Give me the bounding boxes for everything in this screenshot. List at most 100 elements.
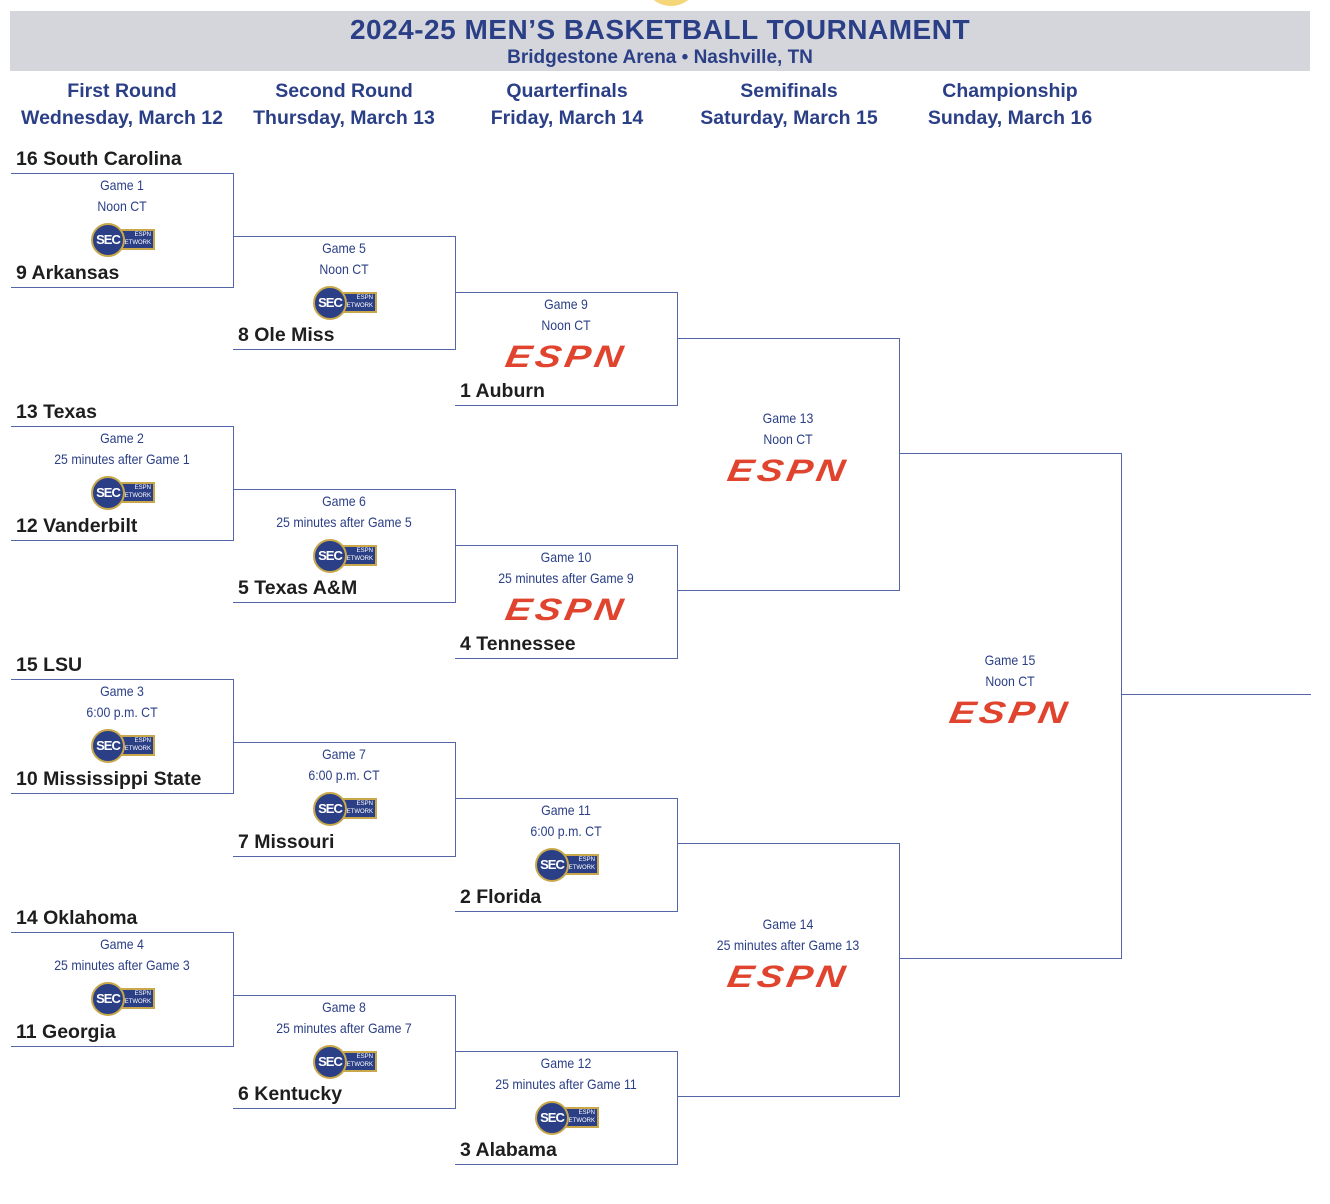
team-name: 6 Kentucky bbox=[238, 1083, 343, 1105]
game-label: Game 2 bbox=[100, 430, 144, 446]
game-label: Game 12 bbox=[540, 1055, 592, 1071]
game-bracket-box bbox=[11, 426, 234, 541]
sec-logo-text: SEC bbox=[91, 476, 125, 510]
champion-line bbox=[1121, 694, 1311, 695]
team-name: 9 Arkansas bbox=[16, 262, 120, 284]
game-time: Noon CT bbox=[97, 198, 147, 214]
espn-logo-icon: ESPN bbox=[502, 339, 630, 374]
espn-logo-icon: ESPN bbox=[502, 592, 630, 627]
game-time: Noon CT bbox=[985, 673, 1035, 689]
page-title: 2024-25 MEN’S BASKETBALL TOURNAMENT bbox=[349, 14, 971, 45]
team-name: 1 Auburn bbox=[460, 380, 545, 402]
game-bracket-box bbox=[233, 995, 456, 1109]
game-label: Game 14 bbox=[762, 916, 814, 932]
game-label: Game 15 bbox=[984, 652, 1036, 668]
espn-logo-icon: ESPN bbox=[724, 453, 852, 488]
team-name: 2 Florida bbox=[460, 886, 542, 908]
team-name: 15 LSU bbox=[16, 654, 83, 676]
game-label: Game 10 bbox=[540, 549, 592, 565]
sec-logo-text: SEC bbox=[535, 848, 569, 882]
game-time: 6:00 p.m. CT bbox=[530, 823, 602, 839]
sec-logo-text: SEC bbox=[91, 729, 125, 763]
sec-logo-text: SEC bbox=[535, 1101, 569, 1135]
sec-logo-sub: ESPN NETWORK bbox=[115, 229, 155, 250]
game-bracket-box bbox=[677, 338, 900, 591]
sec-logo-sub: ESPN NETWORK bbox=[337, 292, 377, 313]
team-name: 13 Texas bbox=[16, 401, 97, 423]
game-time: Noon CT bbox=[541, 317, 591, 333]
game-time: 6:00 p.m. CT bbox=[86, 704, 158, 720]
sec-logo-sub: ESPN NETWORK bbox=[115, 988, 155, 1009]
game-label: Game 8 bbox=[322, 999, 366, 1015]
game-label: Game 9 bbox=[544, 296, 588, 312]
round-date: Thursday, March 13 bbox=[253, 107, 435, 129]
game-time: Noon CT bbox=[763, 431, 813, 447]
game-bracket-box bbox=[233, 236, 456, 350]
game-label: Game 7 bbox=[322, 746, 366, 762]
game-bracket-box bbox=[11, 932, 234, 1047]
game-time: 25 minutes after Game 5 bbox=[276, 514, 412, 530]
sec-logo-sub: ESPN NETWORK bbox=[337, 798, 377, 819]
game-time: 25 minutes after Game 7 bbox=[276, 1020, 412, 1036]
game-bracket-box bbox=[233, 742, 456, 857]
team-name: 8 Ole Miss bbox=[238, 324, 335, 346]
team-name: 16 South Carolina bbox=[16, 148, 182, 170]
round-name: First Round bbox=[67, 80, 177, 102]
header-banner: 2024-25 MEN’S BASKETBALL TOURNAMENT Brid… bbox=[10, 11, 1310, 71]
game-label: Game 13 bbox=[762, 410, 814, 426]
sec-logo-text: SEC bbox=[313, 286, 347, 320]
team-name: 4 Tennessee bbox=[460, 633, 576, 655]
game-bracket-box bbox=[455, 545, 678, 659]
sec-logo-sub: ESPN NETWORK bbox=[337, 545, 377, 566]
sec-logo-text: SEC bbox=[313, 792, 347, 826]
round-date: Wednesday, March 12 bbox=[21, 107, 223, 129]
sec-logo-text: SEC bbox=[91, 982, 125, 1016]
team-name: 10 Mississippi State bbox=[16, 768, 202, 790]
round-name: Championship bbox=[942, 80, 1078, 102]
game-bracket-box bbox=[455, 1051, 678, 1165]
game-label: Game 11 bbox=[541, 802, 591, 818]
game-label: Game 6 bbox=[322, 493, 366, 509]
game-bracket-box bbox=[455, 798, 678, 912]
sec-logo-text: SEC bbox=[313, 1045, 347, 1079]
espn-logo-icon: ESPN bbox=[946, 695, 1074, 730]
round-date: Sunday, March 16 bbox=[927, 107, 1093, 129]
game-label: Game 5 bbox=[322, 240, 366, 256]
sec-logo-sub: ESPN NETWORK bbox=[559, 1107, 599, 1128]
game-bracket-box bbox=[677, 843, 900, 1097]
game-time: 6:00 p.m. CT bbox=[308, 767, 380, 783]
game-bracket-box bbox=[11, 173, 234, 288]
team-name: 3 Alabama bbox=[460, 1139, 557, 1161]
game-label: Game 3 bbox=[100, 683, 144, 699]
game-bracket-box bbox=[455, 292, 678, 406]
game-bracket-box bbox=[11, 679, 234, 794]
team-name: 11 Georgia bbox=[16, 1021, 116, 1043]
game-label: Game 1 bbox=[100, 177, 144, 193]
game-time: Noon CT bbox=[319, 261, 369, 277]
game-time: 25 minutes after Game 1 bbox=[54, 451, 190, 467]
team-name: 7 Missouri bbox=[238, 831, 335, 853]
round-name: Second Round bbox=[275, 80, 413, 102]
espn-logo-icon: ESPN bbox=[724, 959, 852, 994]
sec-logo-text: SEC bbox=[91, 223, 125, 257]
round-date: Friday, March 14 bbox=[490, 107, 644, 129]
round-date: Saturday, March 15 bbox=[700, 107, 878, 129]
round-name: Semifinals bbox=[740, 80, 838, 102]
game-time: 25 minutes after Game 11 bbox=[495, 1076, 637, 1092]
team-name: 5 Texas A&M bbox=[238, 577, 358, 599]
round-name: Quarterfinals bbox=[506, 80, 628, 102]
decorative-logo-edge bbox=[643, 0, 699, 6]
